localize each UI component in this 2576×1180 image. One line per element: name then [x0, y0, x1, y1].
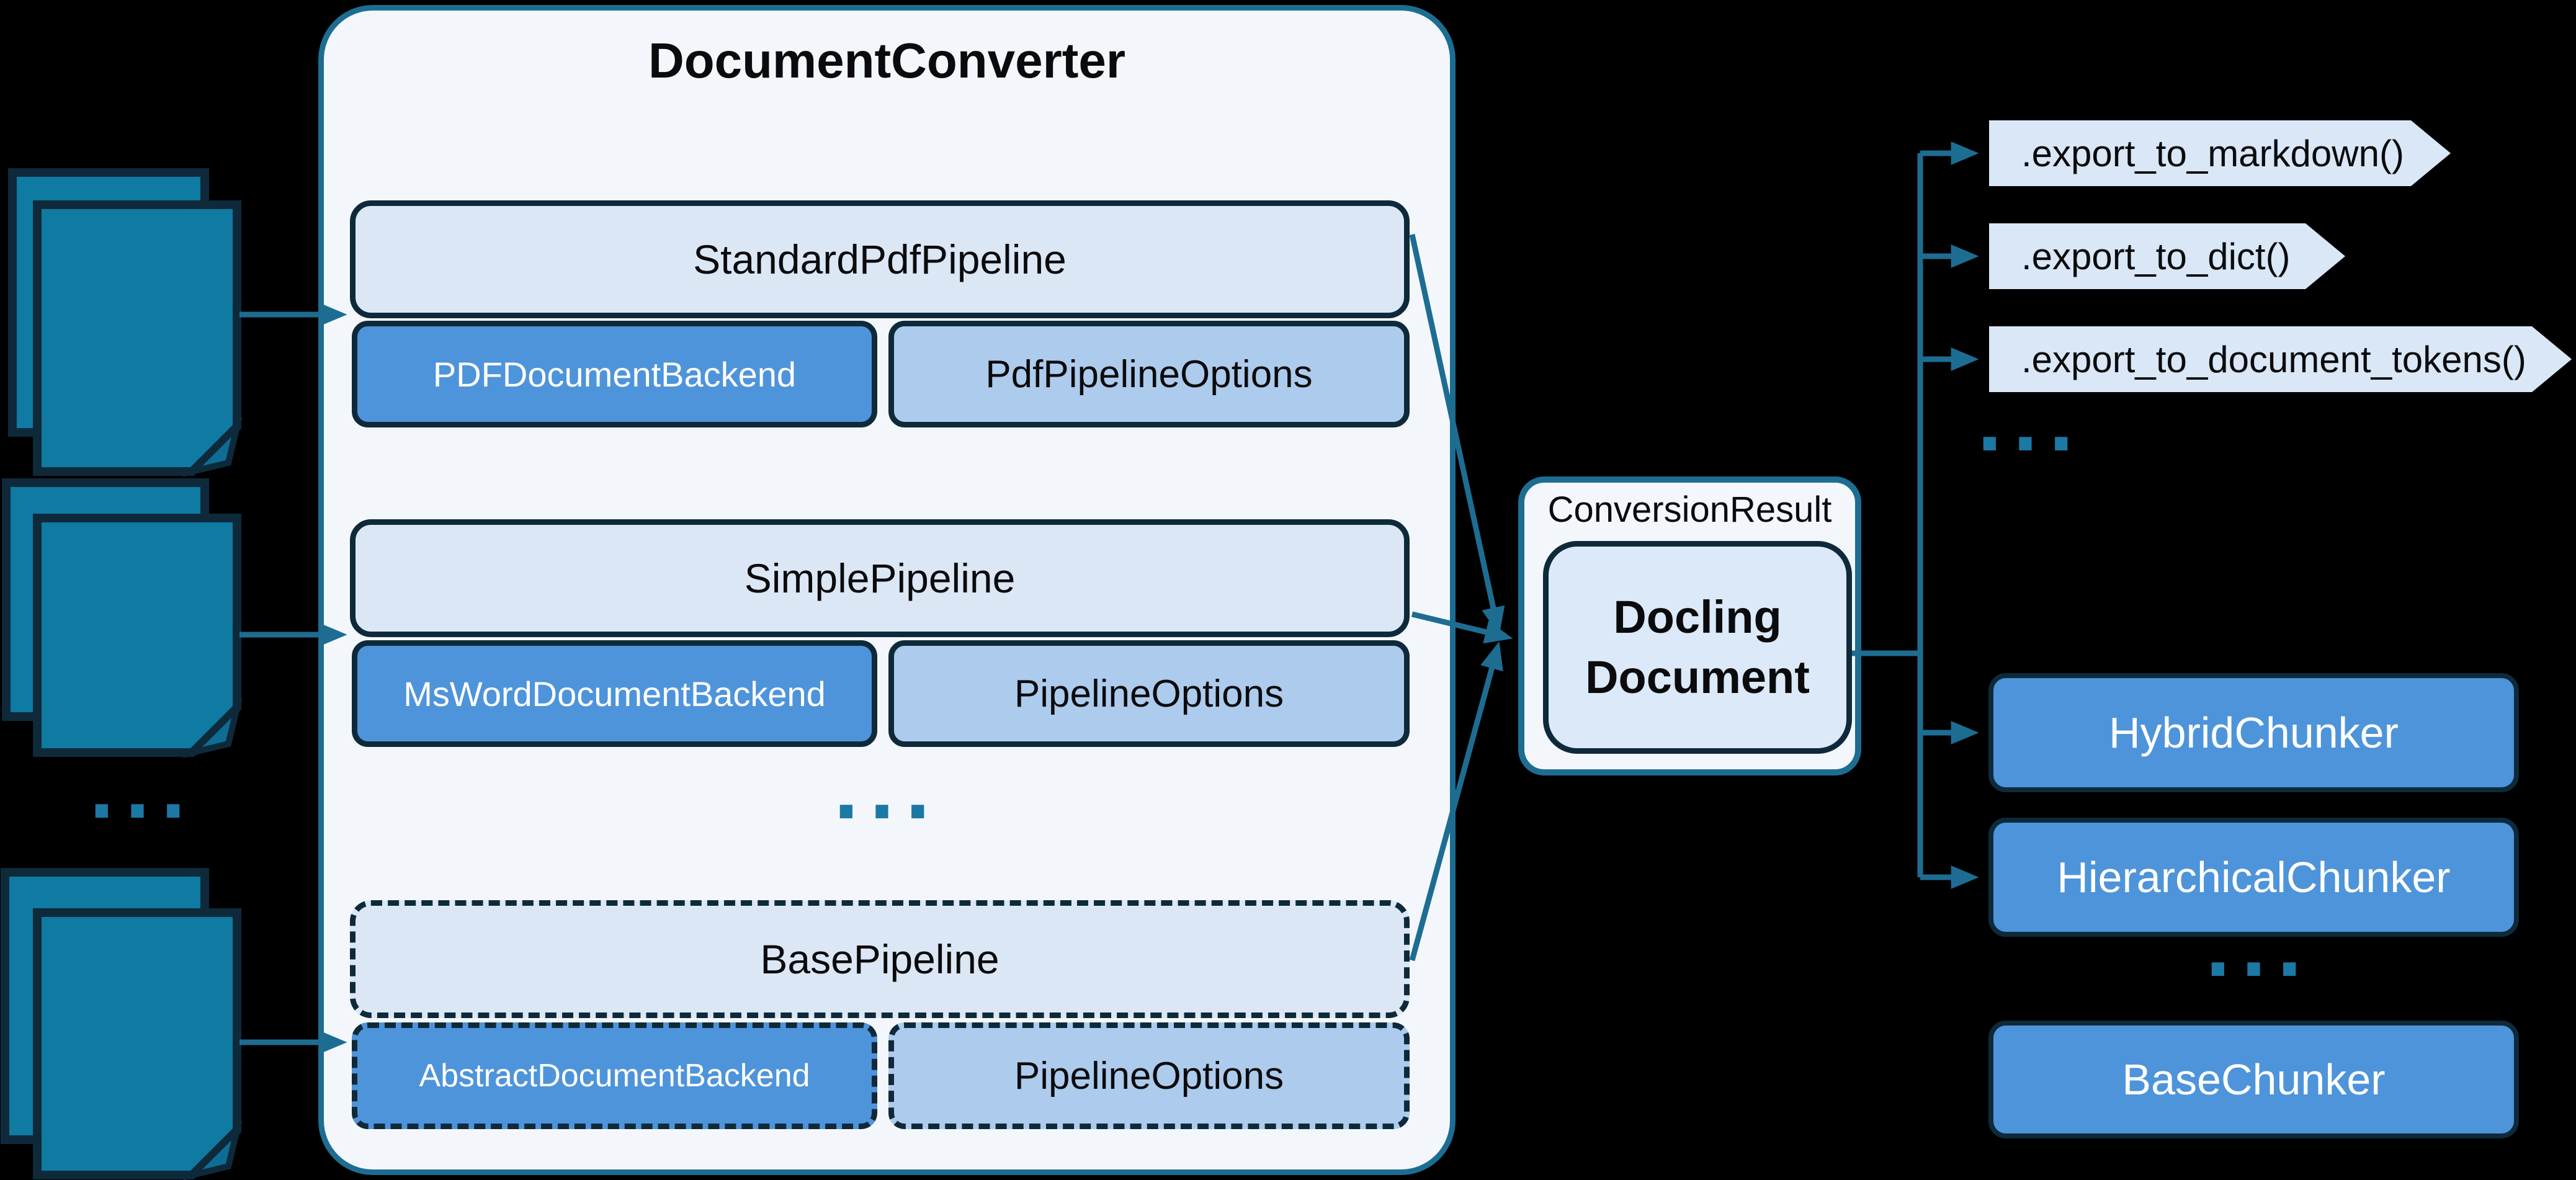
input-some-format-label: <some format>: [60, 965, 214, 1078]
export-to-document-tokens-label: .export_to_document_tokens(): [2021, 338, 2526, 380]
converter-ellipsis: ...: [833, 753, 941, 836]
export-to-dict-label: .export_to_dict(): [2021, 235, 2291, 277]
inputs-ellipsis: ...: [88, 752, 196, 835]
input-pdf-label: PDF: [83, 284, 192, 346]
options-pipeline: PipelineOptions: [888, 640, 1410, 747]
options-pdf-pipeline: PdfPipelineOptions: [888, 321, 1410, 427]
base-chunker-box: BaseChunker: [1988, 1021, 2519, 1138]
pipeline-simple: SimplePipeline: [350, 519, 1410, 637]
options-base-pipeline: PipelineOptions: [888, 1022, 1410, 1129]
chunkers-ellipsis: ...: [2204, 910, 2312, 993]
pipeline-standard-pdf: StandardPdfPipeline: [350, 200, 1410, 318]
backend-msword-document-label: MsWordDocumentBackend: [403, 674, 826, 713]
input-docx-label: DOCX: [60, 583, 215, 643]
options-base-pipeline-label: PipelineOptions: [1014, 1054, 1284, 1097]
export-to-document-tokens-chevron: .export_to_document_tokens(): [1989, 326, 2572, 392]
pipeline-standard-pdf-label: StandardPdfPipeline: [693, 236, 1067, 282]
docling-document-box: Docling Document: [1543, 541, 1852, 754]
backend-pdf-document: PDFDocumentBackend: [352, 321, 877, 427]
backend-msword-document: MsWordDocumentBackend: [352, 640, 877, 747]
hybrid-chunker-label: HybridChunker: [2109, 708, 2399, 757]
backend-abstract-document: AbstractDocumentBackend: [352, 1022, 877, 1129]
export-to-markdown-chevron: .export_to_markdown(): [1989, 120, 2451, 186]
backend-abstract-document-label: AbstractDocumentBackend: [419, 1058, 810, 1094]
pipeline-base: BasePipeline: [350, 900, 1410, 1018]
exports-ellipsis: ...: [1976, 385, 2084, 468]
options-pdf-pipeline-label: PdfPipelineOptions: [985, 352, 1313, 396]
conversion-result-label: ConversionResult: [1547, 489, 1832, 530]
pipeline-simple-label: SimplePipeline: [744, 555, 1016, 601]
hierarchical-chunker-label: HierarchicalChunker: [2057, 853, 2451, 901]
document-converter-title: DocumentConverter: [648, 33, 1126, 88]
base-chunker-label: BaseChunker: [2122, 1055, 2386, 1104]
hierarchical-chunker-box: HierarchicalChunker: [1988, 818, 2519, 937]
options-pipeline-label: PipelineOptions: [1014, 672, 1284, 715]
backend-pdf-document-label: PDFDocumentBackend: [432, 354, 797, 394]
export-to-markdown-label: .export_to_markdown(): [2021, 132, 2404, 174]
pipeline-base-label: BasePipeline: [760, 936, 1000, 982]
export-to-dict-chevron: .export_to_dict(): [1989, 223, 2345, 289]
hybrid-chunker-box: HybridChunker: [1988, 673, 2519, 792]
